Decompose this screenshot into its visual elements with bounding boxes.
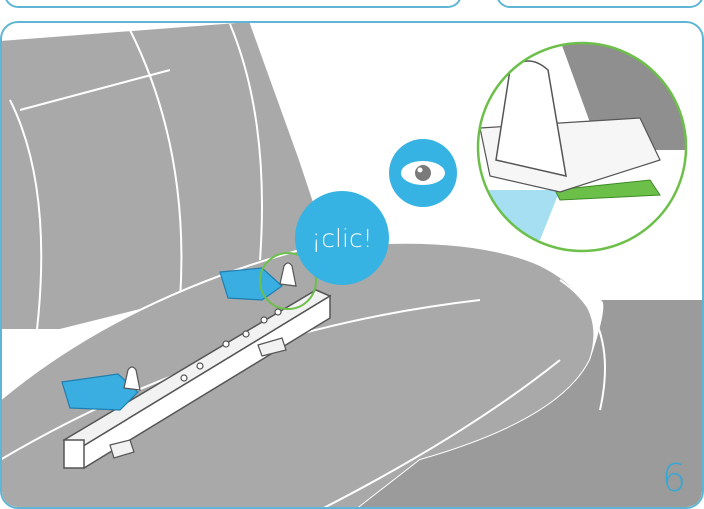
highlight-ring — [259, 252, 317, 310]
base-bar-end — [63, 439, 85, 469]
seat-back-seam-top — [19, 69, 171, 111]
seat-cushion — [2, 241, 596, 507]
handle-front — [109, 439, 135, 459]
seat-back-seam-mid — [129, 29, 183, 301]
zoom-circle — [478, 43, 686, 251]
seat-back-seam-left — [9, 99, 43, 381]
instruction-panel: ¡clic! 6 — [0, 21, 704, 509]
click-label: ¡clic! — [311, 223, 373, 253]
click-bubble: ¡clic! — [295, 191, 389, 285]
seat-cushion-seam-side — [559, 279, 606, 411]
post-left — [123, 366, 141, 391]
eye-bubble — [389, 139, 457, 207]
eye-icon — [401, 161, 445, 185]
seat-illustration — [2, 23, 702, 507]
step-number: 6 — [661, 456, 686, 500]
adjustment-holes — [180, 308, 282, 382]
zoom-circle-border — [476, 41, 688, 253]
seat-cushion-seam-front — [323, 359, 561, 507]
post-right — [279, 262, 297, 287]
latch-left — [61, 373, 139, 411]
top-frame-left — [4, 0, 462, 8]
latch-right — [219, 267, 283, 301]
seat-back-seam-right — [229, 23, 263, 261]
handle-back — [257, 337, 287, 357]
seat-cushion-front — [359, 300, 702, 507]
top-frame-right — [496, 0, 704, 8]
